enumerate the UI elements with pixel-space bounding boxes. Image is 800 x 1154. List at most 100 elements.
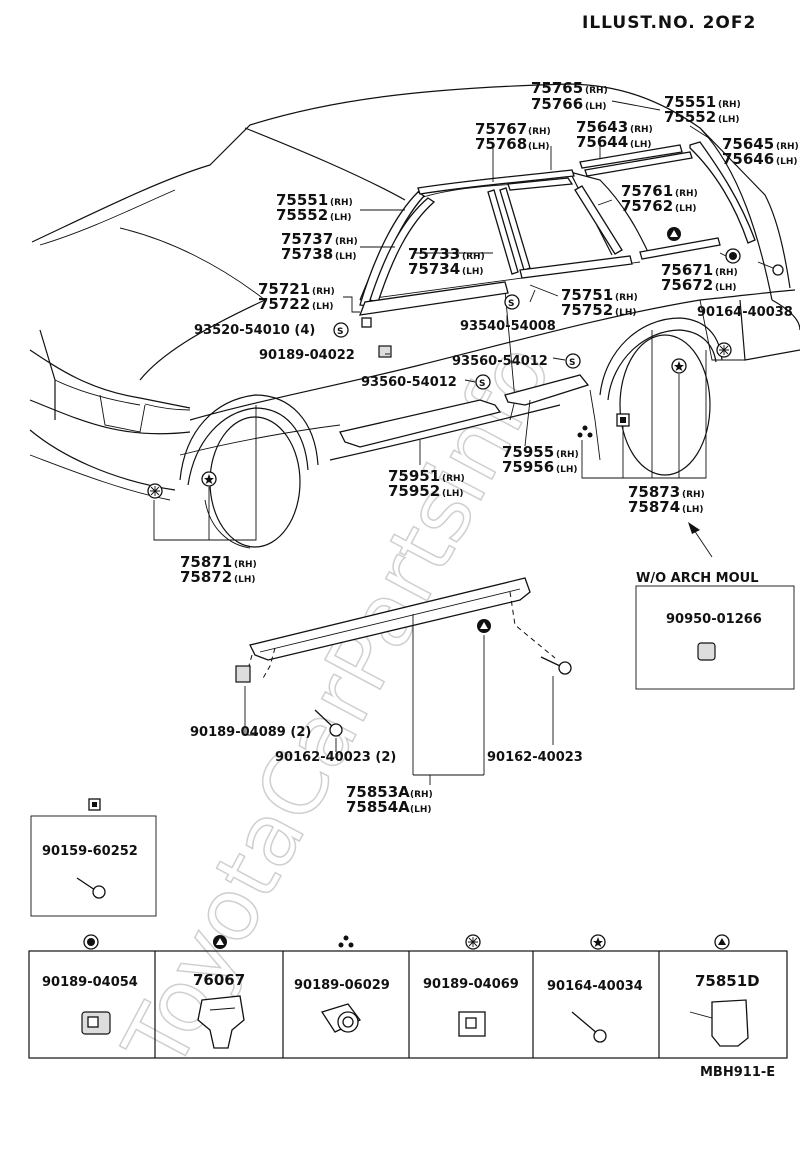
snowflake-clip-icon-2 xyxy=(716,342,732,358)
svg-text:90189-04089 (2): 90189-04089 (2) xyxy=(190,725,311,740)
svg-text:75871: 75871 xyxy=(180,553,232,571)
star-clip-icon-2 xyxy=(671,358,687,374)
svg-text:(RH): (RH) xyxy=(715,268,738,278)
svg-text:(RH): (RH) xyxy=(335,237,358,247)
svg-text:S: S xyxy=(337,327,343,337)
svg-text:75734: 75734 xyxy=(408,260,460,278)
svg-text:(RH): (RH) xyxy=(462,252,485,262)
svg-text:75646: 75646 xyxy=(722,150,774,168)
triangle-dot-legend-icon xyxy=(714,934,730,950)
rear-wheel xyxy=(599,317,723,476)
svg-text:(RH): (RH) xyxy=(682,490,705,500)
square-clip-icon xyxy=(616,413,630,427)
svg-text:75551: 75551 xyxy=(664,93,716,111)
svg-text:75645: 75645 xyxy=(722,135,774,153)
rocker-moulding-detail: 90189-04089 (2) 90162-40023 (2) 90162-40… xyxy=(190,577,583,816)
snowflake-legend-icon xyxy=(465,934,481,950)
star-clip-icon-1 xyxy=(201,471,217,487)
svg-text:(RH): (RH) xyxy=(585,86,608,96)
s-clip-icon-4: S xyxy=(475,374,491,390)
svg-text:(RH): (RH) xyxy=(615,293,638,303)
svg-text:75737: 75737 xyxy=(281,230,333,248)
svg-text:(LH): (LH) xyxy=(630,140,652,150)
svg-text:75761: 75761 xyxy=(621,182,673,200)
svg-text:90950-01266: 90950-01266 xyxy=(666,612,762,627)
legend-part-5: 90164-40034 xyxy=(547,979,643,994)
s-clip-icon-2: S xyxy=(504,294,520,310)
clip-90189-04069-drawing xyxy=(458,1011,486,1037)
svg-text:W/O ARCH MOUL: W/O ARCH MOUL xyxy=(636,571,759,586)
svg-text:(LH): (LH) xyxy=(528,142,550,152)
leader-lines xyxy=(153,100,727,541)
legend-part-4: 90189-04069 xyxy=(423,977,519,992)
svg-text:75956: 75956 xyxy=(502,458,554,476)
svg-text:(RH): (RH) xyxy=(776,142,799,152)
svg-text:(LH): (LH) xyxy=(335,252,357,262)
legend-part-6: 75851D xyxy=(695,972,760,990)
svg-text:75873: 75873 xyxy=(628,483,680,501)
clip-90189-04089 xyxy=(235,665,251,683)
svg-text:93560-54012: 93560-54012 xyxy=(452,354,548,369)
svg-text:75552: 75552 xyxy=(664,108,716,126)
svg-text:(RH): (RH) xyxy=(630,125,653,135)
s-clip-icon-1: S xyxy=(333,322,349,338)
svg-text:90159-60252: 90159-60252 xyxy=(42,844,138,859)
svg-text:(LH): (LH) xyxy=(234,575,256,585)
screw-90162-40023-2 xyxy=(314,709,334,728)
screw-90164-40038 xyxy=(757,261,784,276)
svg-text:(RH): (RH) xyxy=(556,450,579,460)
filled-circle-legend-icon xyxy=(83,934,99,950)
svg-text:93540-54008: 93540-54008 xyxy=(460,319,556,334)
clip-90189-04054-drawing xyxy=(81,1011,111,1035)
screw-90164-40034-drawing xyxy=(571,1011,607,1043)
svg-text:75955: 75955 xyxy=(502,443,554,461)
svg-text:75644: 75644 xyxy=(576,133,628,151)
legend-part-1: 90189-04054 xyxy=(42,975,138,990)
svg-text:75872: 75872 xyxy=(180,568,232,586)
star-legend-icon xyxy=(590,934,606,950)
svg-text:90162-40023: 90162-40023 xyxy=(487,750,583,765)
svg-text:(LH): (LH) xyxy=(715,283,737,293)
svg-text:(RH): (RH) xyxy=(312,287,335,297)
plug-90950-01266 xyxy=(697,642,716,661)
illust-number: ILLUST.NO. 2OF2 xyxy=(582,13,756,33)
watermark: ToyotaCarPartsinfo xyxy=(105,328,571,1086)
svg-text:(LH): (LH) xyxy=(776,157,798,167)
svg-text:75765: 75765 xyxy=(531,79,583,97)
svg-text:(LH): (LH) xyxy=(585,102,607,112)
svg-text:75552: 75552 xyxy=(276,206,328,224)
svg-text:(LH): (LH) xyxy=(462,267,484,277)
svg-text:75768: 75768 xyxy=(475,135,527,153)
svg-text:75951: 75951 xyxy=(388,467,440,485)
wo-arch-moul-section: W/O ARCH MOUL 90950-01266 xyxy=(635,522,795,690)
svg-text:S: S xyxy=(479,379,485,389)
svg-text:(LH): (LH) xyxy=(675,204,697,214)
svg-text:(RH): (RH) xyxy=(718,100,741,110)
svg-text:(RH): (RH) xyxy=(442,474,465,484)
square-screw-box: 90159-60252 xyxy=(30,798,157,917)
clip-76067-drawing xyxy=(197,995,245,1049)
svg-text:75551: 75551 xyxy=(276,191,328,209)
svg-text:75733: 75733 xyxy=(408,245,460,263)
front-wheel xyxy=(179,394,319,549)
svg-text:75752: 75752 xyxy=(561,301,613,319)
car-symbols: S S S S xyxy=(147,227,784,499)
legend-table: 90189-04054 76067 90189-06029 90189-0406… xyxy=(28,934,788,1059)
svg-text:90162-40023 (2): 90162-40023 (2) xyxy=(275,750,396,765)
callout-labels: 75765(RH) 75766(LH) 75551(RH) 75552(LH) … xyxy=(180,79,799,586)
clip-90189-06029-drawing xyxy=(320,1003,361,1033)
filled-circle-clip-icon xyxy=(725,248,741,264)
clip-75851D-drawing xyxy=(689,999,749,1047)
s-clip-icon-3: S xyxy=(565,353,581,369)
snowflake-clip-icon-1 xyxy=(147,483,163,499)
svg-text:(LH): (LH) xyxy=(615,308,637,318)
svg-text:S: S xyxy=(508,299,514,309)
svg-text:(RH): (RH) xyxy=(410,790,433,800)
svg-text:(LH): (LH) xyxy=(682,505,704,515)
svg-text:75722: 75722 xyxy=(258,295,310,313)
legend-part-2: 76067 xyxy=(193,971,245,989)
svg-text:(LH): (LH) xyxy=(330,213,352,223)
svg-text:75874: 75874 xyxy=(628,498,680,516)
